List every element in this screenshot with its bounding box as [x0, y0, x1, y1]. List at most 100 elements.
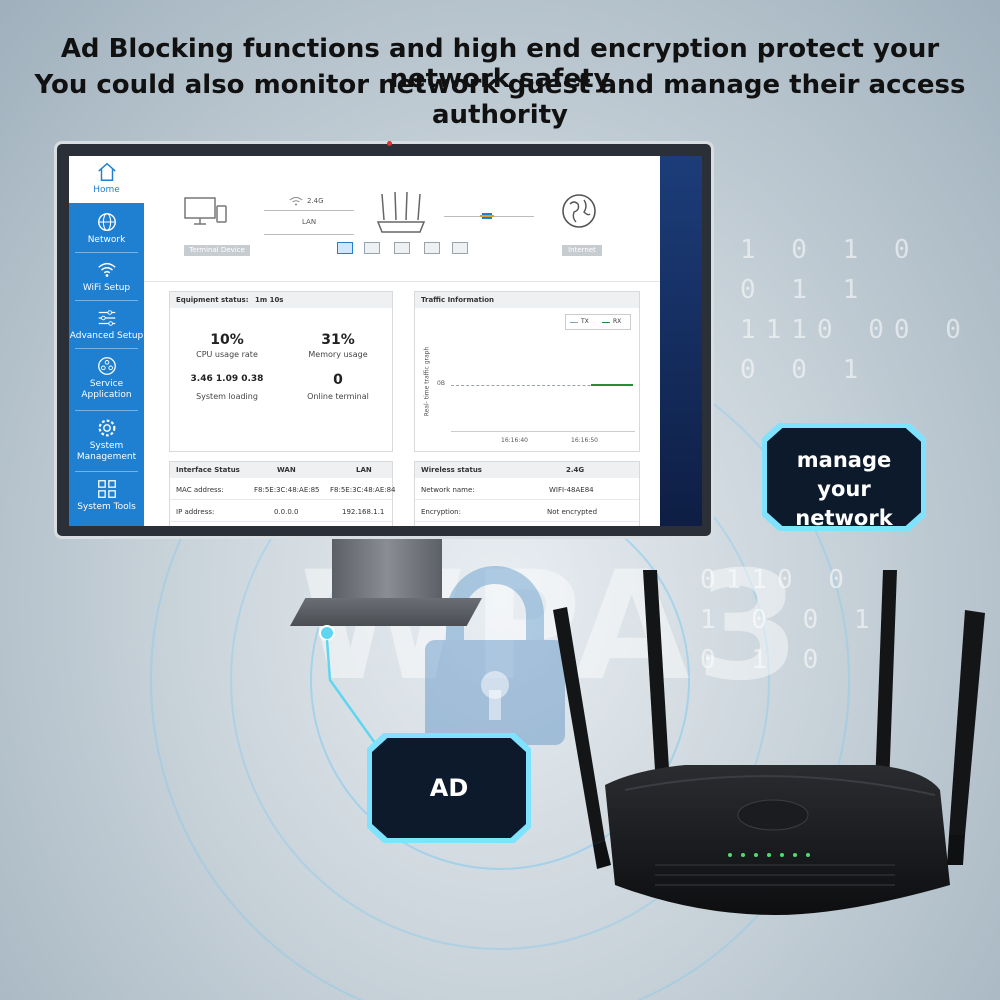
wireless-status-card: Wireless status 2.4G Network name: WIFI-…	[414, 461, 640, 526]
card-header: Traffic Information	[415, 292, 639, 308]
globe-icon	[97, 213, 116, 231]
sidebar-divider	[75, 410, 138, 411]
router-admin-screen: Home Network WiFi Setup Advanced Setup S…	[69, 156, 660, 526]
headline-line-1: Ad Blocking functions and high end encry…	[60, 34, 940, 94]
internet-label[interactable]: Internet	[562, 245, 602, 256]
wifi-small-icon	[289, 197, 303, 206]
lan-ip-value: 192.168.1.1	[342, 508, 385, 516]
sidebar-item-label: Network	[87, 235, 126, 245]
sidebar-item-label: System Tools	[77, 502, 136, 512]
online-terminal-value: 0	[333, 372, 343, 388]
camera-dot	[387, 141, 392, 146]
sidebar-item-system-tools[interactable]: System Tools	[69, 473, 144, 521]
traffic-y-tick: 0B	[437, 380, 445, 387]
wan-port	[452, 242, 468, 254]
lan-port-2	[364, 242, 380, 254]
monitor-stand-base	[290, 598, 482, 626]
sidebar-item-system-management[interactable]: System Management	[69, 412, 144, 470]
monitor: Home Network WiFi Setup Advanced Setup S…	[54, 141, 714, 539]
apps-icon	[97, 357, 116, 375]
traffic-x-axis	[451, 431, 635, 432]
rx-series-line	[591, 384, 633, 386]
sidebar-item-network[interactable]: Network	[69, 206, 144, 251]
link-line	[264, 210, 354, 211]
screen-edge	[660, 156, 702, 526]
row-label: IP address:	[176, 508, 215, 516]
table-row: Encryption: Not encrypted	[415, 502, 639, 522]
interface-status-card: Interface Status WAN LAN MAC address: F8…	[169, 461, 396, 526]
lan-port-4	[424, 242, 440, 254]
sidebar-divider	[75, 471, 138, 472]
traffic-legend: TX RX	[565, 314, 631, 330]
wan-column-header: WAN	[277, 466, 296, 474]
sliders-icon	[98, 310, 115, 326]
tx-legend-swatch	[570, 322, 578, 323]
sidebar-item-label: Advanced Setup	[69, 331, 144, 341]
lan-port-3	[394, 242, 410, 254]
grid-icon	[97, 480, 116, 498]
traffic-y-axis-label: Real- time traffic graph	[423, 346, 431, 417]
manage-network-callout: manage your network	[767, 428, 921, 526]
tx-legend-label: TX	[581, 318, 589, 325]
wan-mac-value: F8:5E:3C:48:AE:85	[254, 486, 320, 494]
satellite-icon	[480, 213, 494, 219]
link-line	[264, 234, 354, 235]
traffic-x-tick: 16:16:50	[571, 437, 598, 444]
sidebar-divider	[75, 348, 138, 349]
router-icon	[376, 191, 426, 233]
monitor-stand-neck	[332, 539, 442, 601]
background-bits: 1 0 1 0 0 1 1 1110 00 0 0 0 1	[740, 235, 971, 385]
lan-column-header: LAN	[356, 466, 372, 474]
wireless-title: Wireless status	[421, 466, 482, 474]
traffic-x-tick: 16:16:40	[501, 437, 528, 444]
table-row: MAC address: F8:5E:3C:48:AE:85 F8:5E:3C:…	[170, 480, 396, 500]
band-column-header: 2.4G	[566, 466, 585, 474]
memory-usage-label: Memory usage	[308, 350, 368, 359]
sidebar-item-wifi-setup[interactable]: WiFi Setup	[69, 254, 144, 299]
home-icon	[97, 162, 116, 181]
terminal-device-label[interactable]: Terminal Device	[184, 245, 250, 256]
rx-legend-swatch	[602, 322, 610, 323]
sidebar-item-service-application[interactable]: Service Application	[69, 350, 144, 408]
card-header: Interface Status WAN LAN	[170, 462, 392, 478]
gear-icon	[98, 419, 115, 437]
wifi-icon	[97, 262, 116, 277]
cpu-usage-value: 10%	[210, 332, 244, 348]
wifi-router-image	[553, 570, 985, 915]
sidebar-item-label: WiFi Setup	[82, 283, 131, 293]
section-divider	[144, 281, 660, 282]
row-label: Encryption:	[421, 508, 461, 516]
card-header: Wireless status 2.4G	[415, 462, 639, 478]
headline-line-2: You could also monitor network guest and…	[34, 70, 966, 130]
lan-port-1	[337, 242, 353, 254]
sidebar-item-label: System Management	[76, 441, 137, 462]
wan-ip-value: 0.0.0.0	[274, 508, 299, 516]
sidebar-item-advanced-setup[interactable]: Advanced Setup	[69, 302, 144, 347]
sidebar-item-label: Home	[93, 185, 120, 195]
sidebar-item-label: Service Application	[81, 379, 132, 400]
system-loading-label: System loading	[196, 392, 258, 401]
ad-blocking-callout: AD blocking	[372, 738, 526, 838]
network-name-value: WIFI-48AE84	[549, 486, 594, 494]
network-topology: Terminal Device 2.4G LAN Internet	[144, 156, 660, 281]
tx-series-line	[451, 385, 631, 386]
sidebar-divider	[75, 300, 138, 301]
sidebar-item-home[interactable]: Home	[69, 156, 144, 203]
encryption-value: Not encrypted	[547, 508, 598, 516]
band-label: 2.4G	[307, 197, 324, 205]
equipment-status-card: Equipment status: 1m 10s 10% CPU usage r…	[169, 291, 393, 452]
table-row: Network name: WIFI-48AE84	[415, 480, 639, 500]
traffic-information-card: Traffic Information TX RX Real- time tra…	[414, 291, 640, 452]
equipment-title: Equipment status:	[176, 296, 249, 304]
interface-title: Interface Status	[176, 466, 240, 474]
row-label: Network name:	[421, 486, 475, 494]
background-bits: 0110 0 1 0 0 1 0 1 0	[700, 565, 880, 675]
rx-legend-label: RX	[613, 318, 622, 325]
system-loading-value: 3.46 1.09 0.38	[190, 374, 264, 384]
card-header: Equipment status: 1m 10s	[170, 292, 392, 308]
globe-internet-icon	[562, 194, 596, 228]
sidebar: Home Network WiFi Setup Advanced Setup S…	[69, 156, 144, 526]
lan-mac-value: F8:5E:3C:48:AE:84	[330, 486, 396, 494]
row-label: MAC address:	[176, 486, 224, 494]
sidebar-divider	[75, 252, 138, 253]
